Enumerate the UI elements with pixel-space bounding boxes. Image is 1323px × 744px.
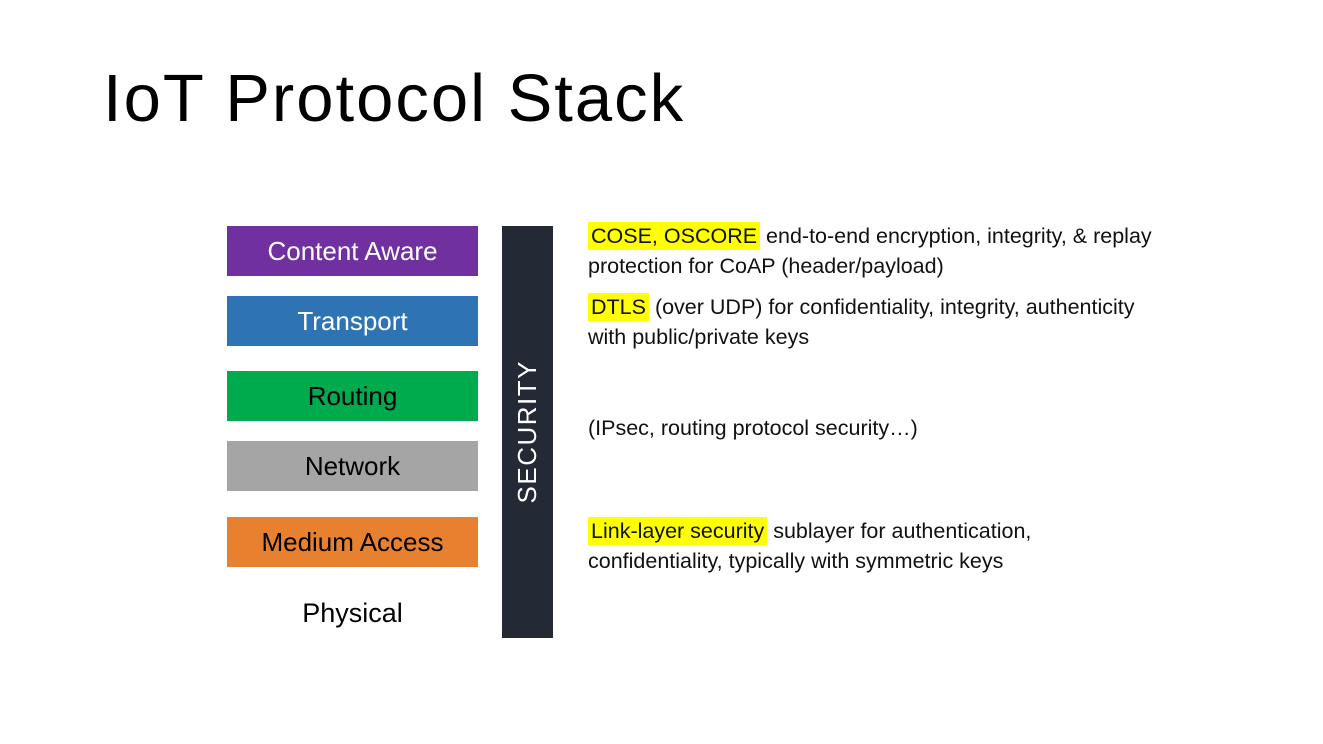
highlighted-term-cose-oscore: COSE, OSCORE: [588, 222, 761, 250]
layer-box-content-aware: Content Aware: [227, 226, 478, 276]
layer-box-medium-access: Medium Access: [227, 517, 478, 567]
security-note-dtls: DTLS (over UDP) for confidentiality, int…: [588, 292, 1213, 352]
security-note-link-layer: Link-layer security sublayer for authent…: [588, 516, 1213, 576]
note-text: with public/private keys: [588, 325, 810, 349]
page-title: IoT Protocol Stack: [103, 61, 686, 136]
layer-box-transport: Transport: [227, 296, 478, 346]
layer-box-network: Network: [227, 441, 478, 491]
security-note-cose-oscore: COSE, OSCORE end-to-end encryption, inte…: [588, 221, 1213, 281]
note-text: confidentiality, typically with symmetri…: [588, 549, 1004, 573]
highlighted-term-link-layer: Link-layer security: [588, 517, 768, 545]
layer-label-physical: Physical: [302, 598, 403, 628]
note-text: (over UDP) for confidentiality, integrit…: [648, 295, 1135, 319]
security-note-ipsec: (IPsec, routing protocol security…): [588, 413, 1213, 443]
security-bar-label: SECURITY: [512, 360, 542, 504]
highlighted-term-dtls: DTLS: [588, 293, 649, 321]
note-text: sublayer for authentication,: [767, 519, 1032, 543]
note-text: (IPsec, routing protocol security…): [588, 416, 918, 440]
note-text: protection for CoAP (header/payload): [588, 254, 944, 278]
note-text: end-to-end encryption, integrity, & repl…: [760, 224, 1152, 248]
security-bar: SECURITY: [502, 226, 553, 638]
layer-box-routing: Routing: [227, 371, 478, 421]
